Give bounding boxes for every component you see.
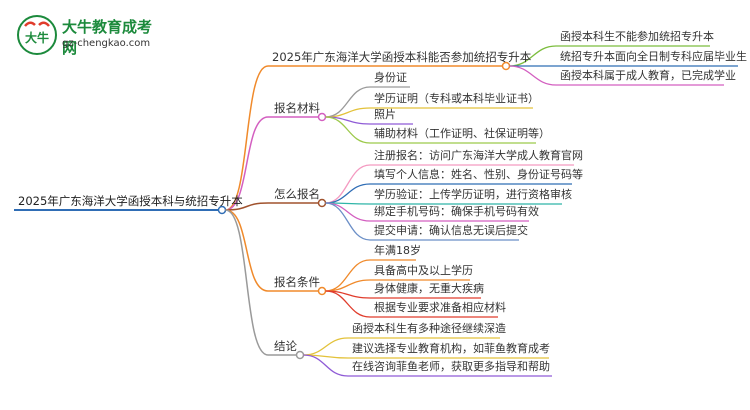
leaf-connector (325, 202, 371, 241)
leaf-label: 建议选择专业教育机构，如菲鱼教育成考 (352, 342, 550, 355)
leaf-connector (325, 202, 371, 222)
leaf-label: 提交申请：确认信息无误后提交 (374, 224, 528, 237)
leaf-label: 年满18岁 (374, 244, 421, 257)
brand-title: 大牛教育成考网 (62, 18, 153, 57)
branch-connector (225, 116, 269, 211)
leaf-label: 身体健康，无重大疾病 (374, 282, 484, 295)
leaf-label: 在线咨询菲鱼老师，获取更多指导和帮助 (352, 360, 550, 373)
branch-label: 报名材料 (274, 101, 320, 115)
root-topic: 2025年广东海洋大学函授本科与统招专升本 (18, 194, 243, 208)
leaf-connector (303, 354, 349, 377)
leaf-connector (325, 164, 371, 204)
leaf-label: 统招专升本面向全日制专科应届毕业生 (560, 50, 747, 63)
leaf-label: 具备高中及以上学历 (374, 264, 473, 277)
branch-label: 结论 (274, 339, 297, 353)
leaf-label: 填写个人信息：姓名、性别、身份证号码等 (374, 168, 583, 181)
leaf-label: 函授本科生有多种途径继续深造 (352, 322, 506, 335)
leaf-label: 身份证 (374, 71, 407, 84)
branch-label: 2025年广东海洋大学函授本科能否参加统招专升本 (272, 50, 532, 64)
leaf-connector (325, 259, 371, 292)
leaf-label: 函授本科属于成人教育，已完成学业 (560, 69, 736, 82)
branch-connector-dot (295, 350, 305, 360)
leaf-label: 函授本科生不能参加统招专升本 (560, 30, 714, 43)
leaf-connector (325, 116, 371, 144)
branch-label: 怎么报名 (274, 187, 320, 201)
branch-label: 报名条件 (274, 275, 320, 289)
branch-connector (225, 65, 269, 211)
leaf-label: 根据专业要求准备相应材料 (374, 301, 506, 314)
branch-connector (225, 209, 269, 292)
leaf-label: 学历验证：上传学历证明，进行资格审核 (374, 188, 572, 201)
leaf-connector (325, 290, 371, 318)
leaf-label: 注册报名：访问广东海洋大学成人教育官网 (374, 149, 583, 162)
leaf-label: 绑定手机号码：确保手机号码有效 (374, 205, 539, 218)
branch-connector (225, 202, 269, 211)
brand-logo-text: 大牛 (25, 30, 49, 45)
leaf-connector (509, 65, 557, 86)
leaf-connector (325, 183, 371, 204)
branch-connector (225, 209, 269, 356)
leaf-label: 照片 (374, 108, 396, 121)
leaf-label: 辅助材料（工作证明、社保证明等） (374, 127, 550, 140)
brand-url: gz-chengkao.com (62, 38, 151, 49)
leaf-connector (303, 337, 349, 356)
ox-head-logo-icon: 大牛 (17, 15, 57, 55)
brand-logo-block: 大牛 大牛教育成考网 gz-chengkao.com (16, 14, 166, 57)
leaf-label: 学历证明（专科或本科毕业证书） (374, 92, 539, 105)
